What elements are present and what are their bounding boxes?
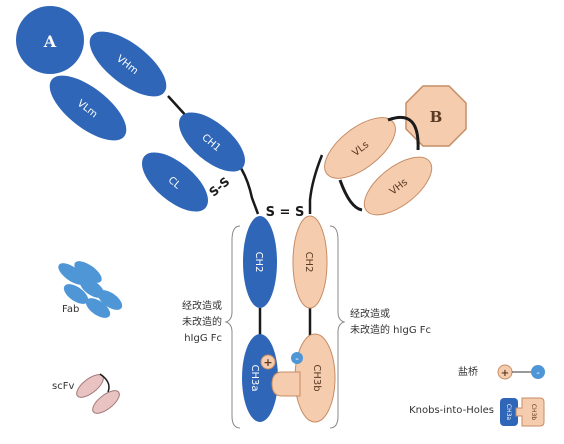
right-brace [329, 225, 346, 429]
antigen-a-label: A [43, 32, 57, 51]
svg-text:+: + [501, 368, 509, 379]
ch2-left-label: CH2 [253, 252, 264, 273]
scfv-linker [387, 115, 420, 151]
svg-text:CH3a: CH3a [505, 404, 512, 421]
antigen-b-label: B [430, 108, 443, 126]
left-note-line2: 未改造的 [182, 315, 222, 328]
ch3b-label: CH3b [311, 364, 322, 391]
vls-vhs-linker [338, 179, 363, 212]
salt-bridge-legend-label: 盐桥 [458, 365, 478, 378]
fab-disulfide-label: S-S [206, 174, 232, 199]
minus-charge-circle [291, 352, 303, 364]
antigen-a-circle [16, 6, 84, 74]
hinge-disulfide-label: S = S [266, 205, 305, 220]
plus-charge-label: + [263, 356, 272, 369]
right-note-line2: 未改造的 hIgG Fc [350, 323, 431, 336]
ch1-domain [179, 112, 245, 172]
ch2-right-label: CH2 [303, 252, 314, 273]
right-note-line1: 经改造或 [350, 307, 390, 320]
ch3a-label: CH3a [249, 365, 260, 392]
vls-domain [324, 117, 396, 179]
fab-legend-label: Fab [62, 304, 79, 315]
minus-charge-label: - [295, 354, 299, 365]
fab-legend-icon [58, 261, 123, 318]
plus-charge-circle [260, 354, 276, 370]
left-brace [224, 225, 241, 429]
vhm-domain [89, 31, 167, 97]
left-note-line3: hIgG Fc [184, 333, 222, 344]
scfv-legend-icon [76, 373, 120, 414]
scfv-legend-label: scFv [52, 381, 74, 392]
left-note-line1: 经改造或 [182, 299, 222, 312]
svg-text:CH3b: CH3b [530, 404, 537, 421]
right-hinge-line [308, 154, 324, 214]
ch3b-knob [271, 371, 301, 397]
ch2-right-domain [292, 215, 328, 309]
knobs-legend-icon: CH3a CH3b [500, 397, 545, 427]
vlm-domain [49, 75, 127, 141]
salt-bridge-legend-icon: + - [497, 364, 545, 380]
antigen-b-octagon [405, 85, 467, 147]
vhs-domain [363, 156, 433, 216]
cl-domain [142, 152, 208, 212]
knobs-legend-label: Knobs-into-Holes [409, 405, 494, 416]
svg-text:-: - [536, 368, 540, 379]
ch2-left-domain [243, 216, 277, 308]
